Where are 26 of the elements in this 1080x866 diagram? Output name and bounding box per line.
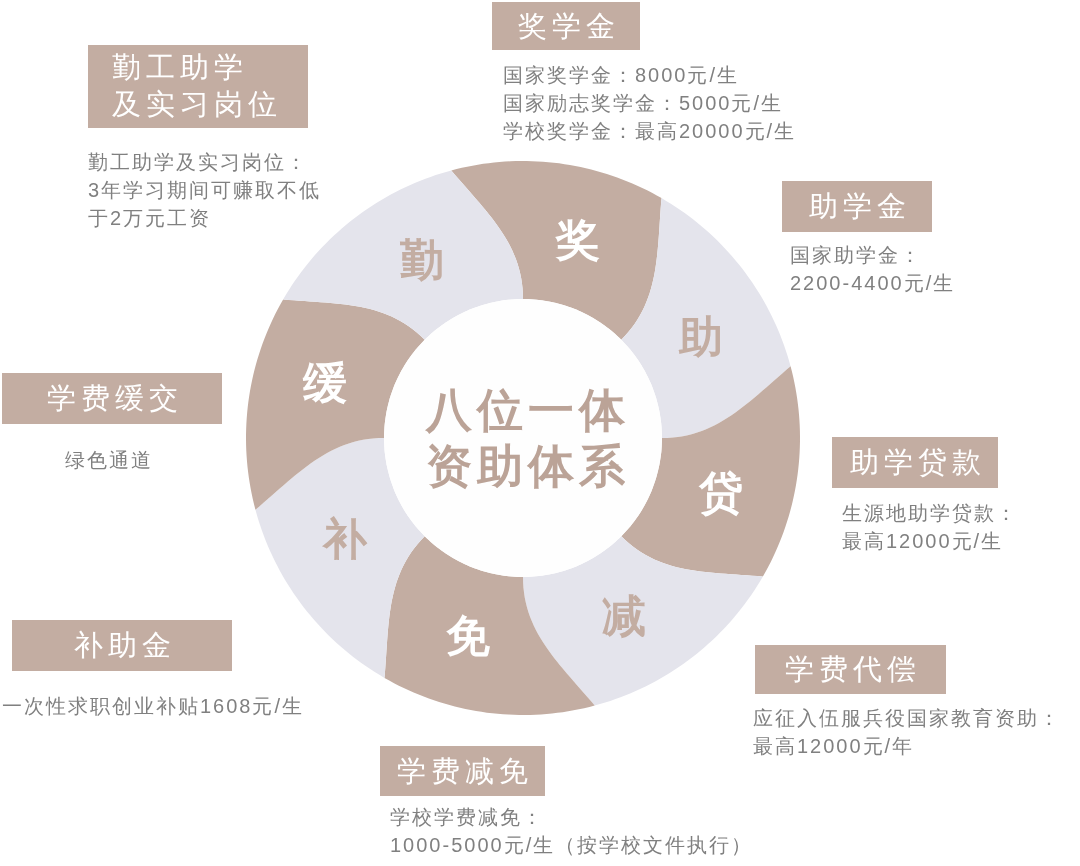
heading-banner: 学费缓交 — [2, 373, 222, 424]
description-text: 应征入伍服兵役国家教育资助：最高12000元/年 — [753, 706, 1062, 759]
heading-banner: 学费代偿 — [755, 645, 946, 694]
description-text: 国家励志奖学金：5000元/生 — [503, 91, 785, 116]
segment-character: 减 — [599, 591, 649, 641]
description-text: 学校学费减免：1000-5000元/生（按学校文件执行） — [390, 805, 755, 858]
segment-character: 勤 — [397, 235, 447, 285]
description-text: 学校奖学金：最高20000元/生 — [503, 119, 798, 144]
segment-character: 贷 — [696, 468, 746, 518]
heading-banner: 勤工助学及实习岗位 — [88, 45, 308, 128]
heading-banner: 奖学金 — [492, 2, 640, 50]
segment-character: 缓 — [300, 358, 350, 408]
description-text: 勤工助学及实习岗位：3年学习期间可赚取不低于2万元工资 — [88, 150, 323, 231]
description-text: 国家助学金：2200-4400元/生 — [790, 243, 957, 296]
segment-character: 免 — [443, 611, 493, 661]
heading-banner: 学费减免 — [380, 746, 545, 796]
description-text: 一次性求职创业补贴1608元/生 — [2, 694, 306, 719]
segment-character: 奖 — [553, 215, 603, 265]
description-text: 绿色通道 — [65, 448, 154, 473]
heading-banner: 助学金 — [782, 181, 932, 232]
description-text: 生源地助学贷款：最高12000元/生 — [842, 501, 1019, 554]
heading-banner: 助学贷款 — [832, 437, 998, 488]
segment-character: 助 — [676, 312, 726, 362]
segment-character: 补 — [320, 514, 370, 564]
description-text: 国家奖学金：8000元/生 — [503, 63, 741, 88]
heading-banner: 补助金 — [12, 620, 232, 671]
